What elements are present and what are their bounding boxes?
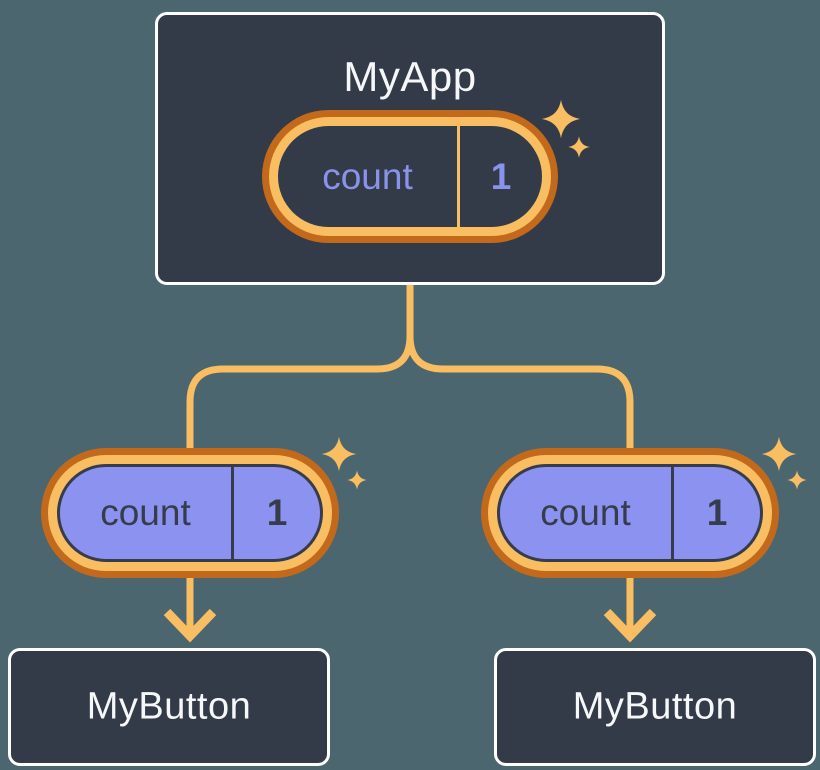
state-name: count bbox=[322, 155, 413, 197]
pill-ring: count 1 bbox=[269, 117, 551, 236]
state-name: count bbox=[100, 492, 191, 533]
node-mybutton-left: MyButton bbox=[8, 648, 330, 766]
state-name: count bbox=[540, 492, 631, 533]
state-value: 1 bbox=[490, 155, 512, 197]
arrowhead-down-icon bbox=[603, 608, 657, 643]
pill-body: count 1 bbox=[497, 464, 763, 562]
pill-body: count 1 bbox=[278, 126, 542, 227]
node-title: MyApp bbox=[343, 53, 477, 100]
state-value: 1 bbox=[706, 492, 728, 533]
pill-ring: count 1 bbox=[488, 455, 772, 571]
state-value: 1 bbox=[266, 492, 288, 533]
pill-divider bbox=[671, 467, 674, 559]
state-pill-left-child: count 1 bbox=[41, 448, 339, 578]
pill-body: count 1 bbox=[57, 464, 323, 562]
pill-ring: count 1 bbox=[48, 455, 332, 571]
node-title: MyButton bbox=[572, 685, 738, 728]
node-mybutton-right: MyButton bbox=[494, 648, 816, 766]
state-pill-right-child: count 1 bbox=[481, 448, 779, 578]
arrowhead-down-icon bbox=[163, 608, 217, 643]
pill-divider bbox=[457, 126, 460, 227]
node-title: MyButton bbox=[86, 685, 252, 728]
state-pill-root: count 1 bbox=[262, 110, 558, 243]
